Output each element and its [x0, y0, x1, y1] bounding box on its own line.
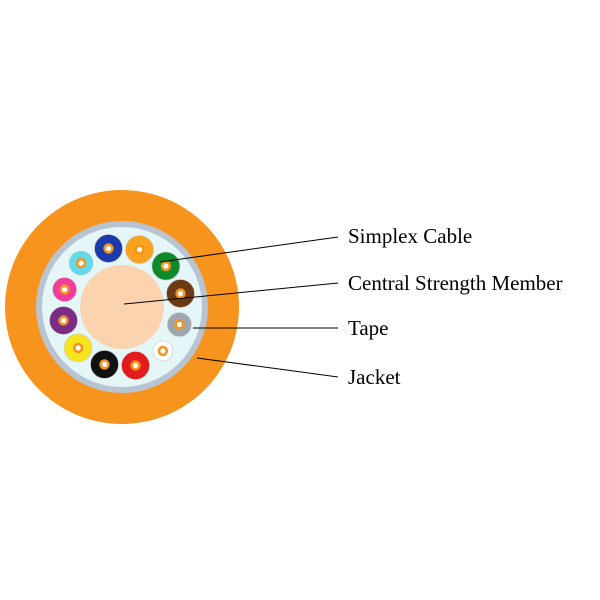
fiber-core-rose — [62, 286, 68, 293]
simplex-fiber-yellow — [63, 333, 93, 363]
fiber-core-aqua — [78, 260, 84, 266]
simplex-fiber-violet — [49, 306, 78, 335]
fiber-core-orange — [136, 247, 143, 253]
jacket-label: Jacket — [348, 365, 401, 389]
simplex-cable-leader-line — [159, 236, 339, 263]
central-strength-member-leader-line — [123, 282, 339, 305]
fiber-core-black — [101, 361, 108, 367]
tape-label: Tape — [348, 316, 389, 340]
fiber-core-slate — [176, 321, 182, 328]
simplex-fiber-slate — [167, 312, 192, 337]
simplex-fiber-brown — [166, 279, 195, 308]
simplex-fiber-aqua — [68, 250, 94, 276]
simplex-fiber-orange — [125, 235, 154, 264]
jacket-leader-line — [196, 357, 339, 378]
fiber-core-red — [132, 362, 139, 369]
fiber-core-green — [163, 263, 169, 269]
cable-cross-section — [5, 190, 239, 424]
simplex-fiber-white — [152, 340, 174, 362]
fiber-core-blue — [105, 245, 112, 252]
simplex-fiber-group — [49, 234, 195, 380]
central-strength-member-label: Central Strength Member — [348, 271, 563, 295]
simplex-fiber-blue — [94, 234, 123, 263]
simplex-fiber-red — [121, 351, 150, 380]
callout-labels: Simplex Cable Central Strength Member Ta… — [348, 224, 563, 389]
central-strength-member — [80, 265, 164, 349]
simplex-fiber-black — [90, 350, 119, 379]
fiber-core-yellow — [75, 345, 81, 351]
fiber-core-brown — [177, 290, 184, 297]
fiber-core-violet — [60, 317, 67, 324]
leader-lines — [123, 236, 339, 378]
simplex-cable-label: Simplex Cable — [348, 224, 472, 248]
simplex-fiber-rose — [52, 277, 77, 302]
fiber-core-white — [160, 348, 166, 354]
simplex-fiber-green — [151, 251, 181, 281]
